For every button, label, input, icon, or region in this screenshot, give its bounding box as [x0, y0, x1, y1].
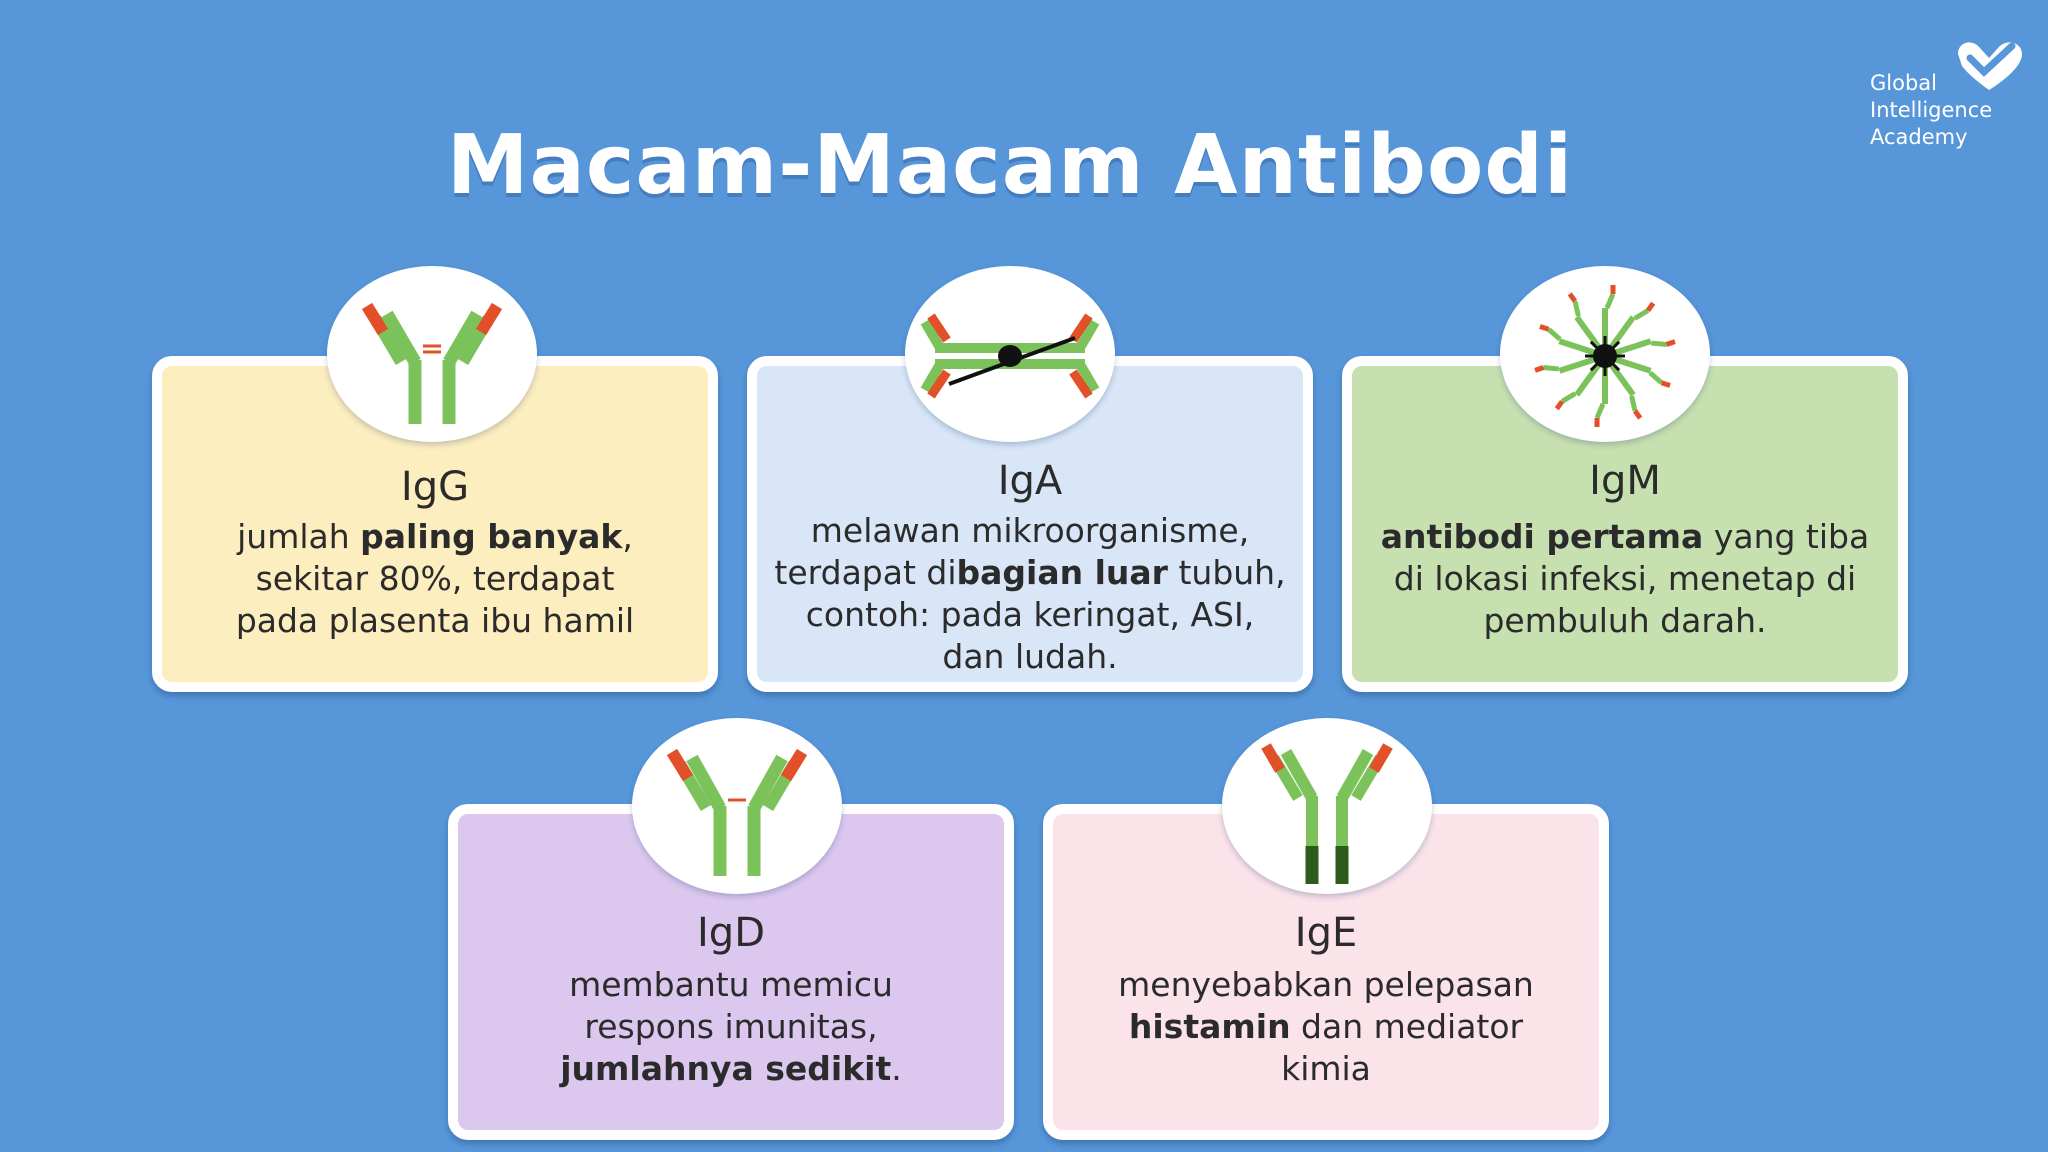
text: dan ludah. — [942, 637, 1118, 676]
text: terdapat di — [774, 553, 957, 592]
ige-icon-bubble — [1222, 718, 1432, 894]
igd-desc-line: membantu memicu — [470, 964, 992, 1006]
bold-text: histamin — [1128, 1007, 1291, 1046]
text: . — [891, 1049, 902, 1088]
igm-desc-line: pembuluh darah. — [1364, 600, 1886, 642]
text: respons imunitas, — [584, 1007, 878, 1046]
igd-desc-line: respons imunitas, — [470, 1006, 992, 1048]
brand-name: Global Intelligence Academy — [1870, 70, 1992, 151]
text: sekitar 80%, terdapat — [255, 559, 615, 598]
text: membantu memicu — [569, 965, 893, 1004]
igg-icon-bubble — [327, 266, 537, 442]
text: contoh: pada keringat, ASI, — [805, 595, 1255, 634]
ige-description: menyebabkan pelepasan histamin dan media… — [1065, 964, 1587, 1090]
bold-text: antibodi pertama — [1380, 517, 1704, 556]
iga-description: melawan mikroorganisme, terdapat dibagia… — [769, 510, 1291, 678]
text: kimia — [1281, 1049, 1371, 1088]
antibody-monomer-icon — [361, 302, 503, 424]
text: yang tiba — [1703, 517, 1870, 556]
text: di lokasi infeksi, menetap di — [1393, 559, 1857, 598]
igd-card: IgD membantu memicu respons imunitas, ju… — [448, 804, 1014, 1140]
text: melawan mikroorganisme, — [810, 511, 1250, 550]
igg-description: jumlah paling banyak, sekitar 80%, terda… — [174, 516, 696, 642]
igm-desc-line: di lokasi infeksi, menetap di — [1364, 558, 1886, 600]
bold-text: bagian luar — [956, 553, 1168, 592]
igm-desc-line: antibodi pertama yang tiba — [1364, 516, 1886, 558]
iga-name: IgA — [997, 458, 1063, 504]
igg-desc-line: sekitar 80%, terdapat — [174, 558, 696, 600]
text: tubuh, — [1167, 553, 1286, 592]
bold-text: jumlahnya sedikit — [560, 1049, 892, 1088]
antibody-monomer-icon — [666, 748, 808, 876]
igg-desc-line: pada plasenta ibu hamil — [174, 600, 696, 642]
igm-name: IgM — [1589, 458, 1661, 504]
brand-line-3: Academy — [1870, 125, 1968, 149]
igg-name: IgG — [400, 464, 470, 510]
iga-desc-line: melawan mikroorganisme, — [769, 510, 1291, 552]
text: menyebabkan pelepasan — [1118, 965, 1534, 1004]
antibody-monomer-icon — [1261, 743, 1393, 884]
text: pada plasenta ibu hamil — [235, 601, 635, 640]
iga-desc-line: contoh: pada keringat, ASI, — [769, 594, 1291, 636]
iga-desc-line: dan ludah. — [769, 636, 1291, 678]
antibody-pentamer-icon — [1534, 285, 1676, 427]
igd-icon-bubble — [632, 718, 842, 894]
ige-desc-line: histamin dan mediator — [1065, 1006, 1587, 1048]
igd-name: IgD — [697, 910, 765, 956]
text: pembuluh darah. — [1483, 601, 1767, 640]
brand-logo: Global Intelligence Academy — [1868, 36, 2028, 156]
ige-desc-line: kimia — [1065, 1048, 1587, 1090]
text: , — [622, 517, 633, 556]
text: dan mediator — [1290, 1007, 1524, 1046]
ige-name: IgE — [1294, 910, 1358, 956]
igd-desc-line: jumlahnya sedikit. — [470, 1048, 992, 1090]
ige-desc-line: menyebabkan pelepasan — [1065, 964, 1587, 1006]
heart-check-icon — [1958, 42, 2022, 90]
igg-desc-line: jumlah paling banyak, — [174, 516, 696, 558]
antibody-dimer-icon — [920, 313, 1100, 399]
text: jumlah — [237, 517, 361, 556]
brand-line-1: Global — [1870, 71, 1937, 95]
iga-desc-line: terdapat dibagian luar tubuh, — [769, 552, 1291, 594]
igd-description: membantu memicu respons imunitas, jumlah… — [470, 964, 992, 1090]
bold-text: paling banyak — [360, 517, 623, 556]
igm-icon-bubble — [1500, 266, 1710, 442]
page-title: Macam-Macam Antibodi — [446, 118, 1574, 213]
igm-description: antibodi pertama yang tiba di lokasi inf… — [1364, 516, 1886, 642]
iga-icon-bubble — [905, 266, 1115, 442]
brand-line-2: Intelligence — [1870, 98, 1993, 122]
